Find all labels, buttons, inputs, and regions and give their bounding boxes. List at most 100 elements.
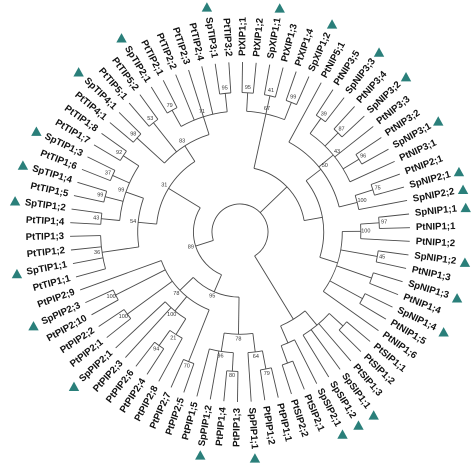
tree-branch <box>91 299 119 316</box>
tip-label: PtPIP1;3 <box>231 408 243 447</box>
tree-branch <box>296 76 310 105</box>
bootstrap-value: 94 <box>153 347 159 353</box>
tree-branch <box>346 321 371 342</box>
tree-branch <box>310 329 341 370</box>
tree-branch-arc <box>183 359 195 365</box>
tip-label: SpTIP1;2 <box>24 197 66 213</box>
tree-branch <box>379 227 410 229</box>
tree-branch <box>70 222 101 225</box>
triangle-marker-icon <box>28 321 39 331</box>
bootstrap-value: 80 <box>229 373 235 379</box>
tree-branch <box>224 93 228 112</box>
tree-branch <box>304 310 318 326</box>
bootstrap-value: 53 <box>147 116 153 122</box>
tree-branch <box>228 62 232 93</box>
tree-branch <box>106 318 131 338</box>
tree-branches <box>70 62 410 402</box>
tree-branch <box>195 240 214 247</box>
bootstrap-value: 95 <box>222 85 228 91</box>
tree-branch <box>73 195 104 203</box>
bootstrap-value: 37 <box>105 170 111 176</box>
tree-branch <box>358 200 408 211</box>
bootstrap-value: 70 <box>184 363 190 369</box>
tree-branch <box>324 132 339 147</box>
tip-label: PtTIP1;4 <box>26 215 66 228</box>
tip-label: SpPIP1;1 <box>246 407 260 450</box>
bootstrap-value: 100 <box>167 312 176 318</box>
tree-branch <box>118 112 142 135</box>
tree-branch <box>146 348 165 375</box>
tree-branch <box>338 329 362 352</box>
tree-branch <box>265 95 271 115</box>
tree-branch-arc <box>375 250 379 263</box>
tree-branch <box>101 133 127 152</box>
tree-branch <box>342 158 360 170</box>
tree-branch <box>253 113 267 169</box>
bootstrap-value: 39 <box>321 111 327 117</box>
tree-branch <box>128 102 150 127</box>
tree-branch <box>150 86 168 114</box>
tree-branch-arc <box>192 277 240 298</box>
tree-branch <box>115 301 166 349</box>
bootstrap-value: 64 <box>253 354 259 360</box>
tree-branch <box>184 145 196 162</box>
tree-branch <box>170 359 184 388</box>
tree-branch <box>188 69 204 117</box>
tree-branch <box>252 333 256 352</box>
tree-branch <box>349 160 395 183</box>
tree-branch <box>135 341 155 367</box>
triangle-marker-icon <box>11 268 23 279</box>
tree-branch-arc <box>219 92 231 95</box>
tree-branch-arc <box>247 350 263 354</box>
tree-branch <box>112 175 130 184</box>
tree-branch <box>168 187 201 209</box>
tree-branch <box>378 250 409 256</box>
bootstrap-value: 87 <box>339 126 345 132</box>
tree-branch <box>127 280 173 315</box>
tree-branch <box>70 235 101 237</box>
triangle-marker-icon <box>201 2 213 12</box>
triangle-marker-icon <box>457 184 469 195</box>
tree-branch <box>304 216 323 222</box>
bootstrap-value: 78 <box>173 291 179 297</box>
bootstrap-value: 79 <box>167 103 173 109</box>
tree-branch <box>98 309 125 327</box>
triangle-marker-icon <box>116 33 127 43</box>
triangle-marker-icon <box>73 67 84 77</box>
triangle-marker-icon <box>460 202 471 213</box>
tree-branch <box>72 257 104 264</box>
tree-branch <box>318 154 334 168</box>
bootstrap-value: 43 <box>93 215 99 221</box>
tip-label: PtPIP1;4 <box>214 406 229 446</box>
tree-branch <box>280 325 289 344</box>
tree-branch <box>263 64 271 95</box>
tree-branch <box>254 255 294 320</box>
tree-branch <box>213 274 222 292</box>
tree-branch <box>136 137 165 164</box>
tree-branch-arc <box>285 99 297 105</box>
tree-branch <box>369 282 399 296</box>
tree-branch <box>220 332 225 352</box>
triangle-marker-icon <box>31 126 42 136</box>
bootstrap-value: 67 <box>264 106 270 112</box>
tree-branch <box>315 89 334 116</box>
tree-branch <box>261 350 267 370</box>
tree-branch <box>175 318 187 335</box>
triangle-marker-icon <box>368 410 379 420</box>
tree-branch <box>87 156 116 171</box>
bootstrap-value: 95 <box>209 293 215 299</box>
tree-branch-arc <box>369 272 374 284</box>
tree-branch <box>360 222 380 225</box>
bootstrap-value: 83 <box>179 139 185 145</box>
tree-branch <box>252 62 257 94</box>
tree-branch <box>285 71 297 101</box>
tree-branch-arc <box>264 94 276 98</box>
species-markers <box>9 2 471 463</box>
bootstrap-value: 71 <box>199 109 205 115</box>
tip-label: PtPIP1;2 <box>260 405 277 445</box>
triangle-marker-icon <box>438 327 449 337</box>
tree-branch <box>364 293 393 308</box>
tree-branch <box>75 268 106 278</box>
tree-branch <box>325 97 345 123</box>
